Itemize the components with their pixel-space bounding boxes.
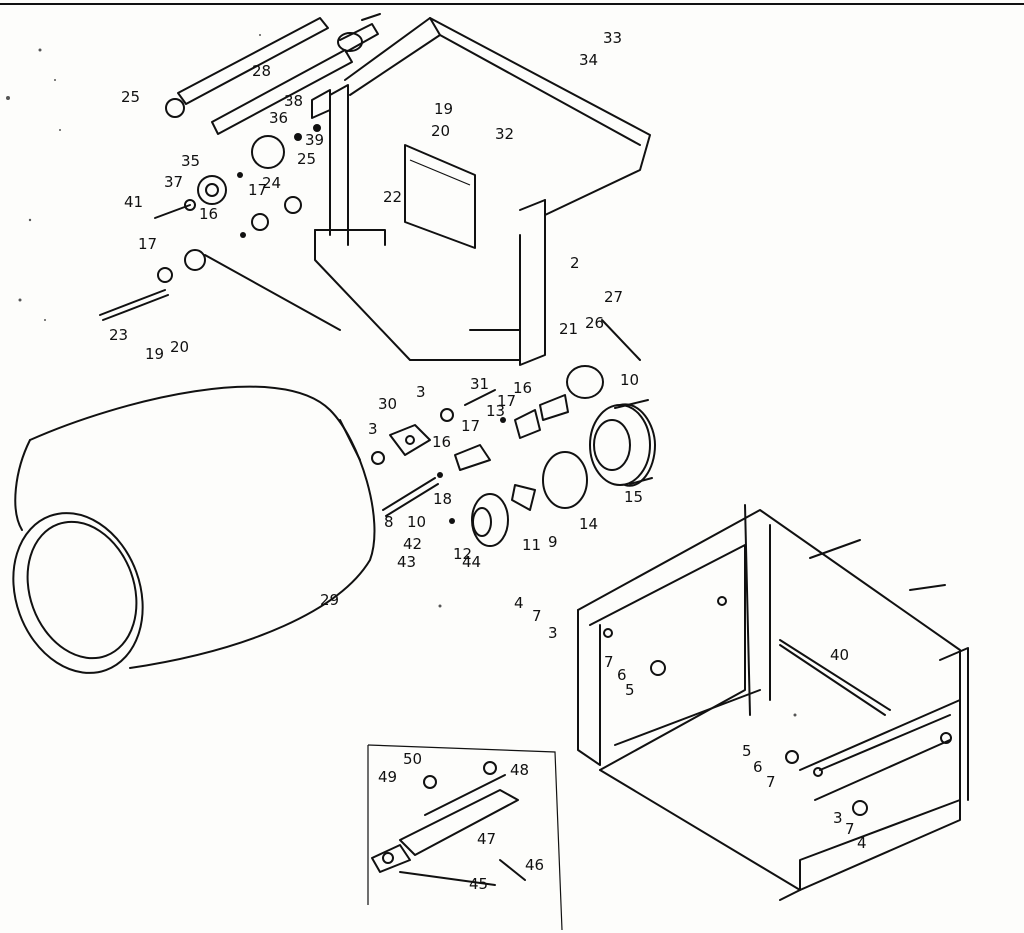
- part-label: 33: [603, 29, 623, 47]
- pump-cylinder-inset-drawing: [367, 744, 563, 931]
- drive-shaft-drawing: [177, 13, 381, 135]
- part-label: 38: [284, 92, 304, 110]
- base-stand-drawing: [577, 504, 969, 901]
- part-label: 16: [513, 379, 533, 397]
- part-label: 8: [384, 513, 394, 531]
- part-label: 7: [845, 820, 855, 838]
- part-label: 22: [383, 188, 403, 206]
- part-label: 32: [495, 125, 515, 143]
- part-label: 20: [170, 338, 190, 356]
- part-label: 3: [416, 383, 426, 401]
- part-label: 16: [199, 205, 219, 223]
- part-label: 44: [462, 553, 482, 571]
- part-label: 43: [397, 553, 417, 571]
- part-label: 19: [434, 100, 454, 118]
- part-label: 3: [833, 809, 843, 827]
- part-label: 5: [625, 681, 635, 699]
- scan-noise-drawing: [6, 34, 797, 717]
- mixing-drum-drawing: [12, 254, 376, 674]
- mixer-frame-drawing: [311, 17, 651, 366]
- part-label: 19: [145, 345, 165, 363]
- part-label: 27: [604, 288, 624, 306]
- part-label: 18: [433, 490, 453, 508]
- part-label: 28: [252, 62, 272, 80]
- part-label: 2: [570, 254, 580, 272]
- part-label: 11: [522, 536, 542, 554]
- part-label: 14: [579, 515, 599, 533]
- part-label: 4: [857, 834, 867, 852]
- part-label: 47: [477, 830, 497, 848]
- part-label: 39: [305, 131, 325, 149]
- part-label: 37: [164, 173, 184, 191]
- part-label: 45: [469, 875, 489, 893]
- part-label: 30: [378, 395, 398, 413]
- part-label: 48: [510, 761, 530, 779]
- part-label: 24: [262, 174, 282, 192]
- part-label: 3: [368, 420, 378, 438]
- part-label: 34: [579, 51, 599, 69]
- part-label: 6: [617, 666, 627, 684]
- part-label: 17: [461, 417, 481, 435]
- part-label: 17: [497, 392, 517, 410]
- part-label: 7: [766, 773, 776, 791]
- part-label: 20: [431, 122, 451, 140]
- part-label: 7: [532, 607, 542, 625]
- part-label: 23: [109, 326, 129, 344]
- part-label: 40: [830, 646, 850, 664]
- part-label: 41: [124, 193, 144, 211]
- part-label: 15: [624, 488, 644, 506]
- part-label: 6: [753, 758, 763, 776]
- transmission-parts-drawing: [371, 319, 656, 547]
- part-label: 21: [559, 320, 579, 338]
- part-label: 10: [620, 371, 640, 389]
- part-label: 10: [407, 513, 427, 531]
- part-label: 9: [548, 533, 558, 551]
- part-label: 49: [378, 768, 398, 786]
- part-label: 3: [548, 624, 558, 642]
- part-label: 4: [514, 594, 524, 612]
- part-label: 50: [403, 750, 423, 768]
- part-label: 46: [525, 856, 545, 874]
- part-label: 42: [403, 535, 423, 553]
- part-label: 25: [121, 88, 141, 106]
- part-label: 26: [585, 314, 605, 332]
- part-label: 35: [181, 152, 201, 170]
- part-label: 7: [604, 653, 614, 671]
- part-label: 16: [432, 433, 452, 451]
- bearing-parts-drawing: [99, 98, 321, 321]
- part-label: 29: [320, 591, 340, 609]
- part-label: 31: [470, 375, 490, 393]
- part-label: 13: [486, 402, 506, 420]
- part-label: 17: [248, 181, 268, 199]
- part-label: 17: [138, 235, 158, 253]
- part-label: 25: [297, 150, 317, 168]
- part-label: 36: [269, 109, 289, 127]
- part-label: 5: [742, 742, 752, 760]
- part-label: 12: [453, 545, 473, 563]
